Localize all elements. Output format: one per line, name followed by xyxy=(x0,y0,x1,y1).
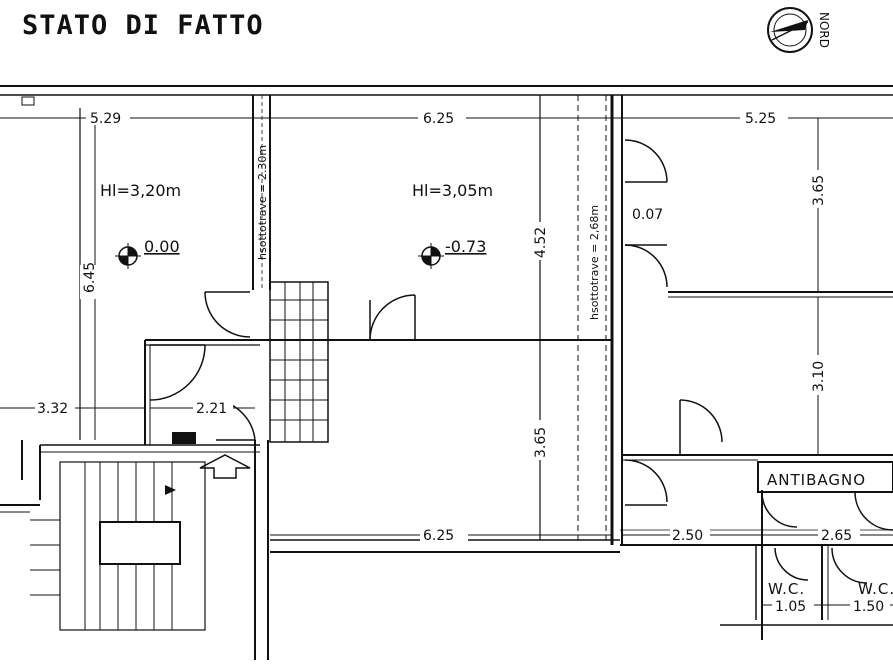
room-label-antibagno: ANTIBAGNO xyxy=(767,471,866,489)
dim-text: 0.07 xyxy=(632,207,663,223)
stair-upper xyxy=(269,281,329,443)
dimension-texts: 5.29 6.25 5.25 6.45 4.52 3.65 3.32 2.21 … xyxy=(35,109,890,615)
dim-text: 4.52 xyxy=(533,227,549,258)
dim-text: 1.05 xyxy=(775,599,806,615)
dim-text: 6.25 xyxy=(423,528,454,544)
height-label-center: Hl=3,05m xyxy=(412,181,493,200)
height-label-left: Hl=3,20m xyxy=(100,181,181,200)
level-marker-icon xyxy=(115,243,444,269)
dim-text: 2.65 xyxy=(821,528,852,544)
stair-arrow-icon xyxy=(165,432,251,495)
dim-text: 2.21 xyxy=(196,401,227,417)
north-arrow-icon: NORD xyxy=(767,7,831,53)
dim-text: 2.50 xyxy=(672,528,703,544)
dim-text: 3.10 xyxy=(811,361,827,392)
dim-text: 6.25 xyxy=(423,111,454,127)
dim-text: 3.65 xyxy=(811,175,827,206)
stair-well xyxy=(30,461,206,631)
dim-text: 3.65 xyxy=(533,427,549,458)
plan-title: STATO DI FATTO xyxy=(22,10,264,41)
beam-note-left: hsottotrave = 2.30m xyxy=(256,145,269,260)
dim-text: 5.29 xyxy=(90,111,121,127)
dim-text: 5.25 xyxy=(745,111,776,127)
doors xyxy=(149,139,893,584)
level-label-left: 0.00 xyxy=(144,237,180,256)
north-label: NORD xyxy=(817,12,831,48)
beam-note-right: hsottotrave = 2,68m xyxy=(588,205,601,320)
dim-text: 1.50 xyxy=(853,599,884,615)
room-label-wc: W.C. xyxy=(858,580,893,598)
dim-text: 3.32 xyxy=(37,401,68,417)
room-label-wc: W.C. xyxy=(768,580,805,598)
walls xyxy=(0,85,893,660)
level-label-center: -0.73 xyxy=(445,237,486,256)
dim-text: 6.45 xyxy=(82,262,98,293)
